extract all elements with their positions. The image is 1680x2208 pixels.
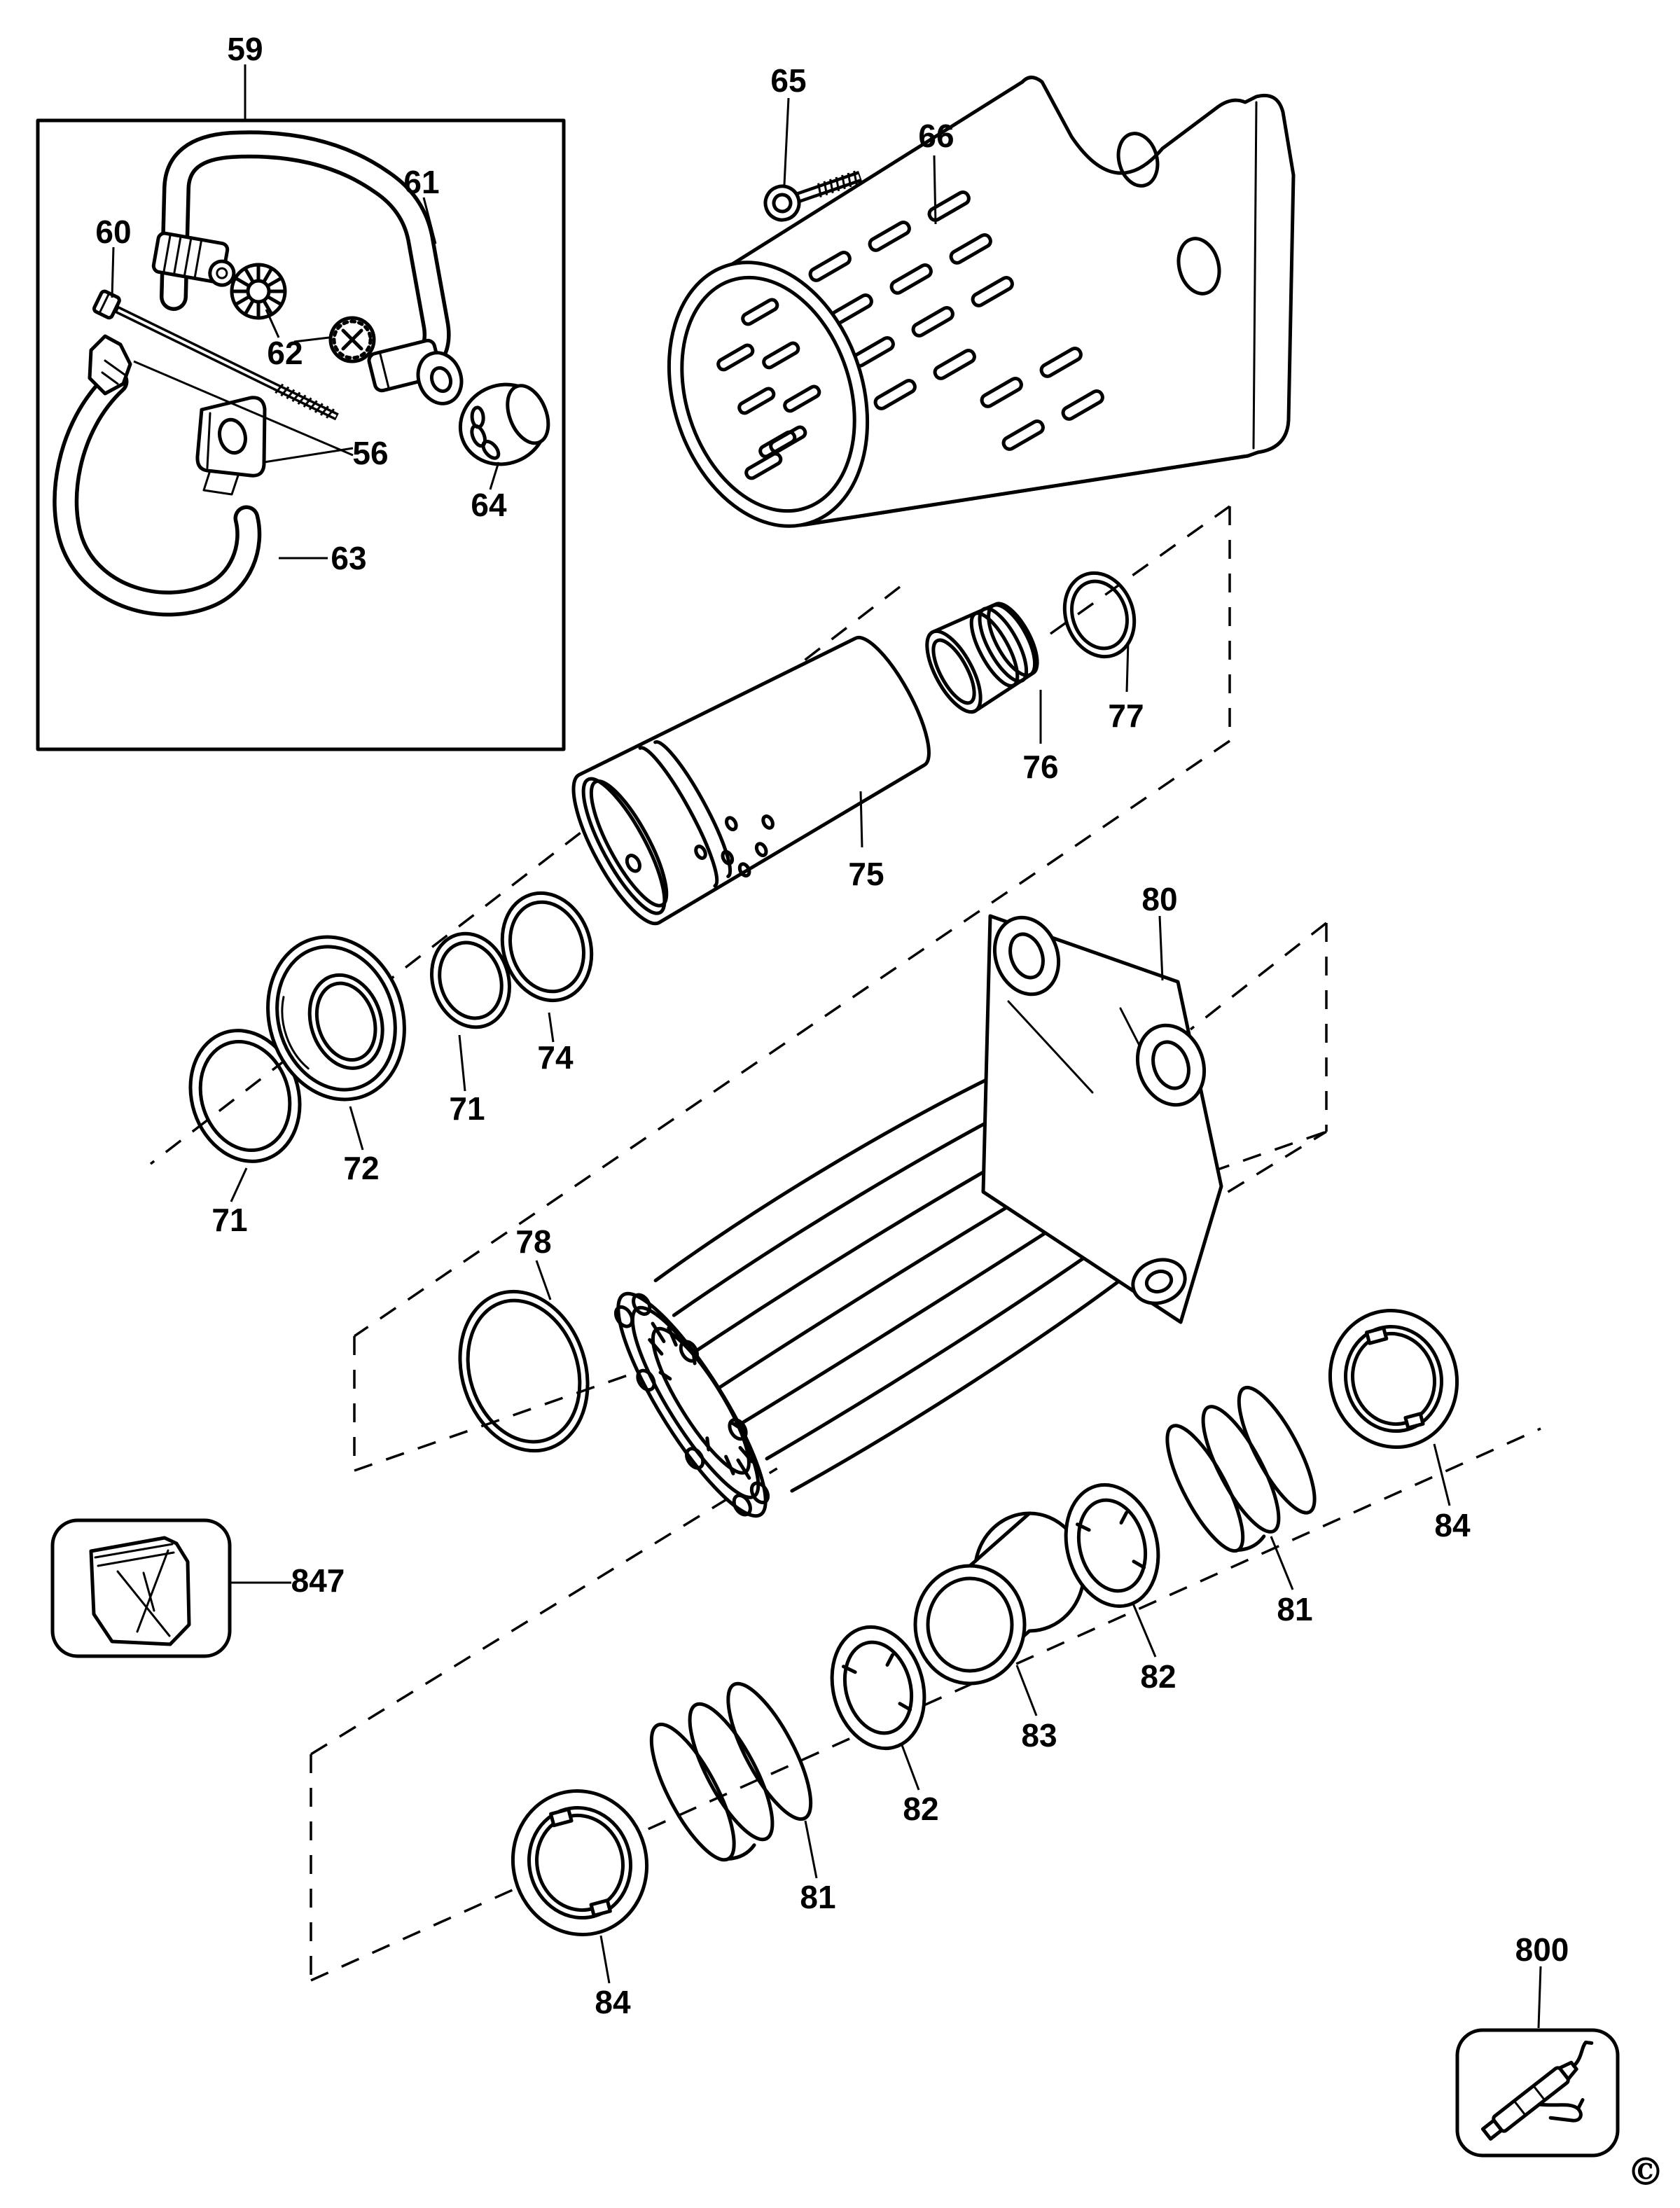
hose-clamp-drawing (151, 231, 236, 287)
part-label-847: 847 (291, 1562, 345, 1599)
part-label-61: 61 (403, 164, 439, 200)
part-label-74: 74 (537, 1039, 574, 1076)
leader-60 (111, 247, 115, 298)
clamp-bracket-56-drawing (195, 396, 267, 496)
guide-line (354, 740, 1230, 1338)
o-ring-74-drawing (500, 891, 594, 1003)
part-label-71-mid: 71 (449, 1090, 485, 1127)
grease-gun-800-drawing (1480, 2040, 1594, 2141)
part-label-59: 59 (227, 31, 263, 67)
leader-78 (535, 1260, 552, 1300)
grease-gun-800-box (1455, 2028, 1620, 2158)
bearing-72-drawing (266, 935, 406, 1102)
part-label-71-left: 71 (211, 1202, 247, 1238)
leader-81a (804, 1820, 818, 1879)
part-label-64: 64 (471, 487, 507, 523)
leader-71a (230, 1167, 248, 1202)
part-label-82-upper: 82 (1140, 1658, 1176, 1695)
spring-81-upper-drawing (1165, 1385, 1317, 1553)
leader-66 (933, 155, 937, 225)
guide-line (149, 585, 901, 1165)
lock-ring-84-lower-drawing (511, 1789, 649, 1936)
leader-64 (489, 461, 500, 490)
part-label-56: 56 (352, 435, 388, 471)
motor-housing-66-drawing (667, 76, 1296, 528)
leader-56b (133, 360, 354, 457)
leader-84a (599, 1935, 611, 1984)
leader-84b (1433, 1443, 1451, 1506)
spring-81-lower-drawing (649, 1681, 813, 1862)
copyright-symbol: © (1627, 2149, 1665, 2194)
part-label-82-lower: 82 (903, 1791, 938, 1827)
o-ring-78-drawing (458, 1289, 590, 1453)
part-label-76: 76 (1022, 749, 1058, 785)
leader-56a (263, 447, 354, 464)
leader-74 (548, 1012, 555, 1043)
side-handle-assembly-inset-box-59 (36, 118, 566, 751)
part-label-63: 63 (331, 540, 366, 576)
lock-ring-84-upper-drawing (1328, 1309, 1459, 1449)
leader-77 (1125, 641, 1130, 693)
leader-83 (1015, 1665, 1038, 1716)
leader-lines (111, 64, 1542, 2029)
o-ring-77-drawing (1062, 571, 1137, 659)
inner-vent-slots (716, 298, 821, 480)
retainer-82-lower-drawing (830, 1625, 926, 1751)
leader-82a (901, 1744, 920, 1791)
part-label-84-upper: 84 (1434, 1507, 1471, 1543)
band-clamp-63-drawing (53, 334, 262, 617)
part-label-78: 78 (515, 1223, 551, 1260)
guide-line (1049, 505, 1231, 635)
knob-64-drawing (458, 382, 550, 466)
collar-bolt-holes (613, 1293, 770, 1517)
part-label-77: 77 (1108, 697, 1144, 734)
part-label-60: 60 (95, 214, 131, 250)
bushing-76-drawing (925, 602, 1039, 714)
leader-65 (783, 97, 790, 186)
part-label-83: 83 (1021, 1717, 1057, 1754)
piston-cylinder-75-drawing (571, 635, 931, 926)
leader-71b (458, 1034, 466, 1092)
part-label-66: 66 (918, 118, 954, 154)
socket-screw-65-drawing (763, 170, 863, 222)
leader-72 (349, 1106, 364, 1151)
leader-82b (1132, 1603, 1157, 1658)
leader-80 (1158, 915, 1164, 981)
spline-teeth (648, 1321, 754, 1480)
part-label-80: 80 (1141, 881, 1177, 917)
leader-800 (1537, 1966, 1542, 2029)
part-label-81-lower: 81 (800, 1879, 835, 1915)
grease-packet-847-box (50, 1518, 232, 1658)
o-ring-71-mid-drawing (430, 931, 511, 1029)
grease-packet-847-drawing (89, 1536, 191, 1646)
part-label-800: 800 (1515, 1931, 1569, 1968)
part-number-labels: 59 60 61 62 56 64 63 65 66 75 76 77 80 7… (95, 31, 1665, 2194)
leader-75 (859, 791, 863, 848)
part-label-72: 72 (343, 1150, 379, 1186)
part-label-75: 75 (848, 856, 884, 892)
handle-tube-61-drawing (160, 130, 464, 405)
gear-housing-80-drawing (613, 914, 1223, 1518)
part-label-84-lower: 84 (595, 1984, 631, 2020)
leader-62a (265, 309, 280, 338)
leader-62b (293, 336, 330, 343)
sleeve-83-drawing (913, 1511, 1086, 1686)
retainer-82-upper-drawing (1064, 1483, 1160, 1609)
part-label-65: 65 (770, 62, 806, 99)
carriage-bolt-60-drawing (92, 289, 339, 421)
guide-line (1189, 922, 1328, 1031)
leader-61 (422, 197, 437, 244)
star-washer-62-drawing (230, 263, 287, 320)
cross-screw-62-drawing (328, 316, 376, 363)
part-label-62: 62 (267, 335, 303, 371)
part-label-81-upper: 81 (1277, 1591, 1312, 1627)
leader-81b (1270, 1536, 1294, 1590)
